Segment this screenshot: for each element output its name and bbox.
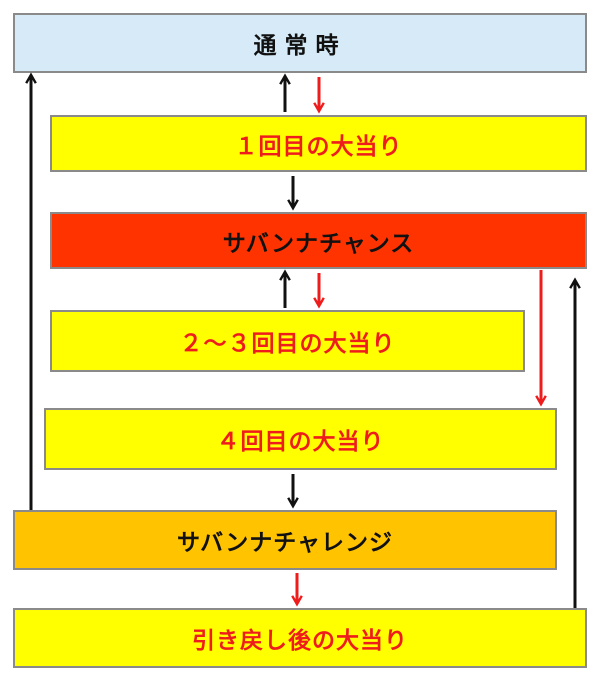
after-return-jackpot-label: 引き戻し後の大当り	[192, 628, 408, 654]
savanna-challenge-box: サバンナチャレンジ	[13, 510, 557, 570]
fourth-jackpot-box: ４回目の大当り	[44, 408, 557, 470]
normal-state-box: 通常時	[13, 13, 587, 73]
second-third-jackpot-box: ２～３回目の大当り	[50, 310, 525, 372]
second-third-jackpot-label: ２～３回目の大当り	[179, 331, 396, 357]
fourth-jackpot-label: ４回目の大当り	[216, 429, 385, 455]
after-return-jackpot-box: 引き戻し後の大当り	[13, 608, 587, 668]
normal-state-label: 通常時	[253, 33, 347, 59]
first-jackpot-box: １回目の大当り	[50, 115, 587, 172]
savanna-chance-box: サバンナチャンス	[50, 212, 587, 269]
first-jackpot-label: １回目の大当り	[234, 133, 403, 160]
savanna-chance-label: サバンナチャンス	[222, 230, 415, 257]
savanna-challenge-label: サバンナチャレンジ	[177, 530, 393, 556]
